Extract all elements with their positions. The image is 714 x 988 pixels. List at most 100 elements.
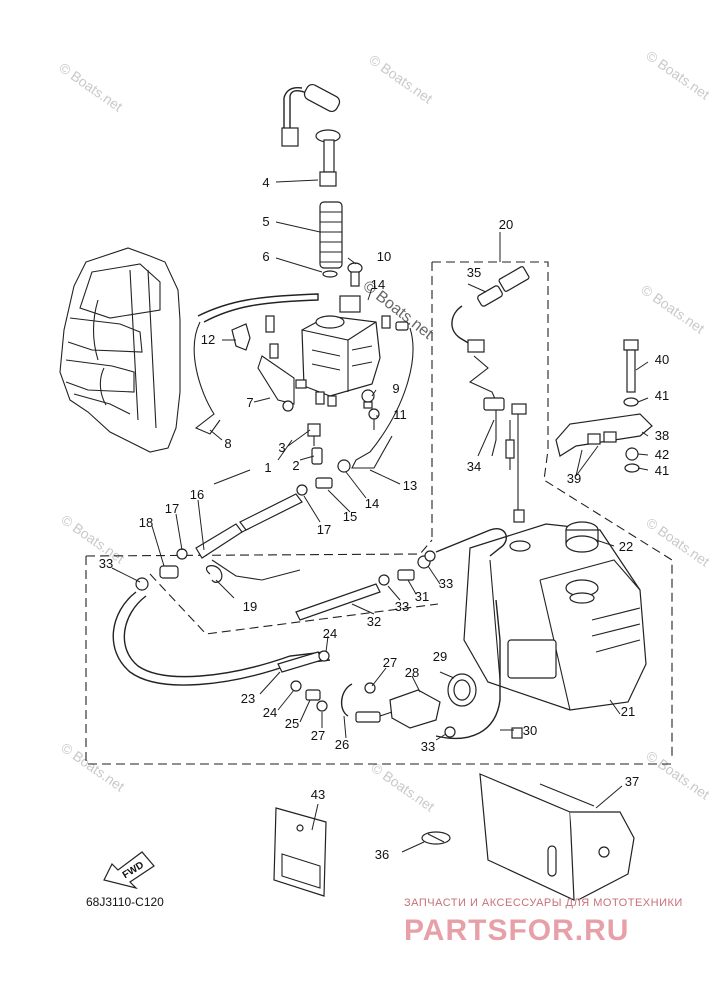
- callout-number: 9: [392, 381, 399, 396]
- hose-32: [295, 583, 381, 621]
- o-ring: [322, 270, 338, 278]
- callout-number: 13: [403, 478, 417, 493]
- callout-number: 28: [405, 665, 419, 680]
- hose-30: [435, 599, 501, 740]
- forward-arrow: FWD: [103, 851, 155, 890]
- watermark: © Boats.net: [56, 59, 125, 114]
- callout-number: 32: [367, 614, 381, 629]
- hose-16: [195, 523, 243, 559]
- joint-31: [397, 569, 415, 581]
- fuel-tank-21: [463, 523, 647, 711]
- callout-number: 1: [264, 460, 271, 475]
- fuel-filter-housing: [301, 295, 381, 407]
- connector-fitting: [395, 321, 409, 331]
- screw-11: [368, 408, 380, 430]
- callout-number: 20: [499, 217, 513, 232]
- clamp-14-upper: [381, 315, 391, 329]
- hose-13: [351, 327, 414, 469]
- washer-41-upper: [623, 397, 639, 407]
- warning-label-43: [273, 807, 327, 897]
- callout-number: 30: [523, 723, 537, 738]
- clamp-33-upper: [424, 550, 436, 562]
- bracket-7: [257, 315, 307, 412]
- callout-number: 40: [655, 352, 669, 367]
- fitting-15: [315, 477, 333, 489]
- joint-25: [305, 689, 321, 701]
- fitting-3: [307, 423, 321, 446]
- watermark: © Boats.net: [643, 47, 712, 102]
- callout-number: 14: [365, 496, 379, 511]
- callout-number: 18: [139, 515, 153, 530]
- main-fuel-hose: [112, 591, 331, 686]
- brand-tagline: ЗАПЧАСТИ И АКСЕССУАРЫ ДЛЯ МОТОТЕХНИКИ: [404, 897, 683, 909]
- clamp-14-lower: [337, 459, 351, 473]
- engine-block-outline: [59, 247, 181, 453]
- callout-number: 4: [262, 175, 269, 190]
- callout-number: 17: [317, 522, 331, 537]
- callout-number: 21: [621, 704, 635, 719]
- callout-number: 33: [439, 576, 453, 591]
- clamp-24-upper: [318, 650, 330, 662]
- brand-name: PARTSFOR.RU: [404, 914, 629, 947]
- callout-number: 24: [263, 705, 277, 720]
- joint-18: [159, 565, 179, 579]
- fuel-cap-22: [565, 521, 599, 553]
- joint-2: [311, 447, 323, 465]
- callout-number: 25: [285, 716, 299, 731]
- hose-8: [193, 321, 221, 435]
- callout-number: 42: [655, 447, 669, 462]
- clamp-24-lower: [290, 680, 302, 692]
- screw-9: [361, 389, 375, 409]
- callout-number: 12: [201, 332, 215, 347]
- callout-number: 41: [655, 463, 669, 478]
- watermark: © Boats.net: [643, 747, 712, 802]
- callout-number: 2: [292, 458, 299, 473]
- callout-number: 37: [625, 774, 639, 789]
- callout-number: 33: [395, 599, 409, 614]
- callout-number: 3: [278, 440, 285, 455]
- clamp-33-mid: [378, 574, 390, 586]
- watermark: © Boats.net: [638, 281, 707, 336]
- clamp-27-lower: [316, 700, 328, 712]
- wire-harness-connector: [281, 84, 341, 187]
- callout-number: 34: [467, 459, 481, 474]
- nut-42: [625, 447, 639, 461]
- fuel-gauge-sender-34: [483, 397, 527, 523]
- clip-36: [421, 831, 451, 845]
- bolt-40: [623, 339, 639, 393]
- callout-number: 8: [224, 436, 231, 451]
- callout-number: 7: [246, 395, 253, 410]
- part-fitting-10: [347, 262, 363, 287]
- watermark: © Boats.net: [58, 739, 127, 794]
- callout-number: 16: [190, 487, 204, 502]
- watermark: © Boats.net: [366, 51, 435, 106]
- callout-number: 36: [375, 847, 389, 862]
- leader-lines: [111, 179, 649, 853]
- watermark: © Boats.net: [58, 511, 127, 566]
- fuel-filter-element: [319, 201, 343, 269]
- diagram-code: 68J3110-C120: [86, 895, 164, 909]
- tank-strap-38: [555, 413, 653, 457]
- callout-number: 11: [393, 407, 407, 422]
- fuel-cock-29: [447, 673, 477, 707]
- callout-number: 19: [243, 599, 257, 614]
- connector-35: [451, 266, 530, 353]
- tank-feed-hose: [435, 528, 508, 557]
- callout-number: 27: [383, 655, 397, 670]
- fuel-pump-28: [355, 689, 441, 729]
- vent-hose: [197, 293, 319, 323]
- clamp-30: [511, 727, 523, 739]
- callout-labels: 1 2 3 4 5 6 7 8 9 10 11 12 13 14 14 15 1…: [99, 175, 669, 862]
- clamp-33-left: [135, 577, 149, 591]
- clip-19: [205, 565, 223, 583]
- callout-number: 33: [99, 556, 113, 571]
- callout-number: 17: [165, 501, 179, 516]
- callout-number: 35: [467, 265, 481, 280]
- callout-number: 31: [415, 589, 429, 604]
- callout-number: 41: [655, 388, 669, 403]
- hose-26: [341, 683, 353, 717]
- group-boundary-inner: [149, 573, 439, 635]
- clamp-17-lower: [176, 548, 188, 560]
- callout-number: 14: [371, 277, 385, 292]
- callout-number: 38: [655, 428, 669, 443]
